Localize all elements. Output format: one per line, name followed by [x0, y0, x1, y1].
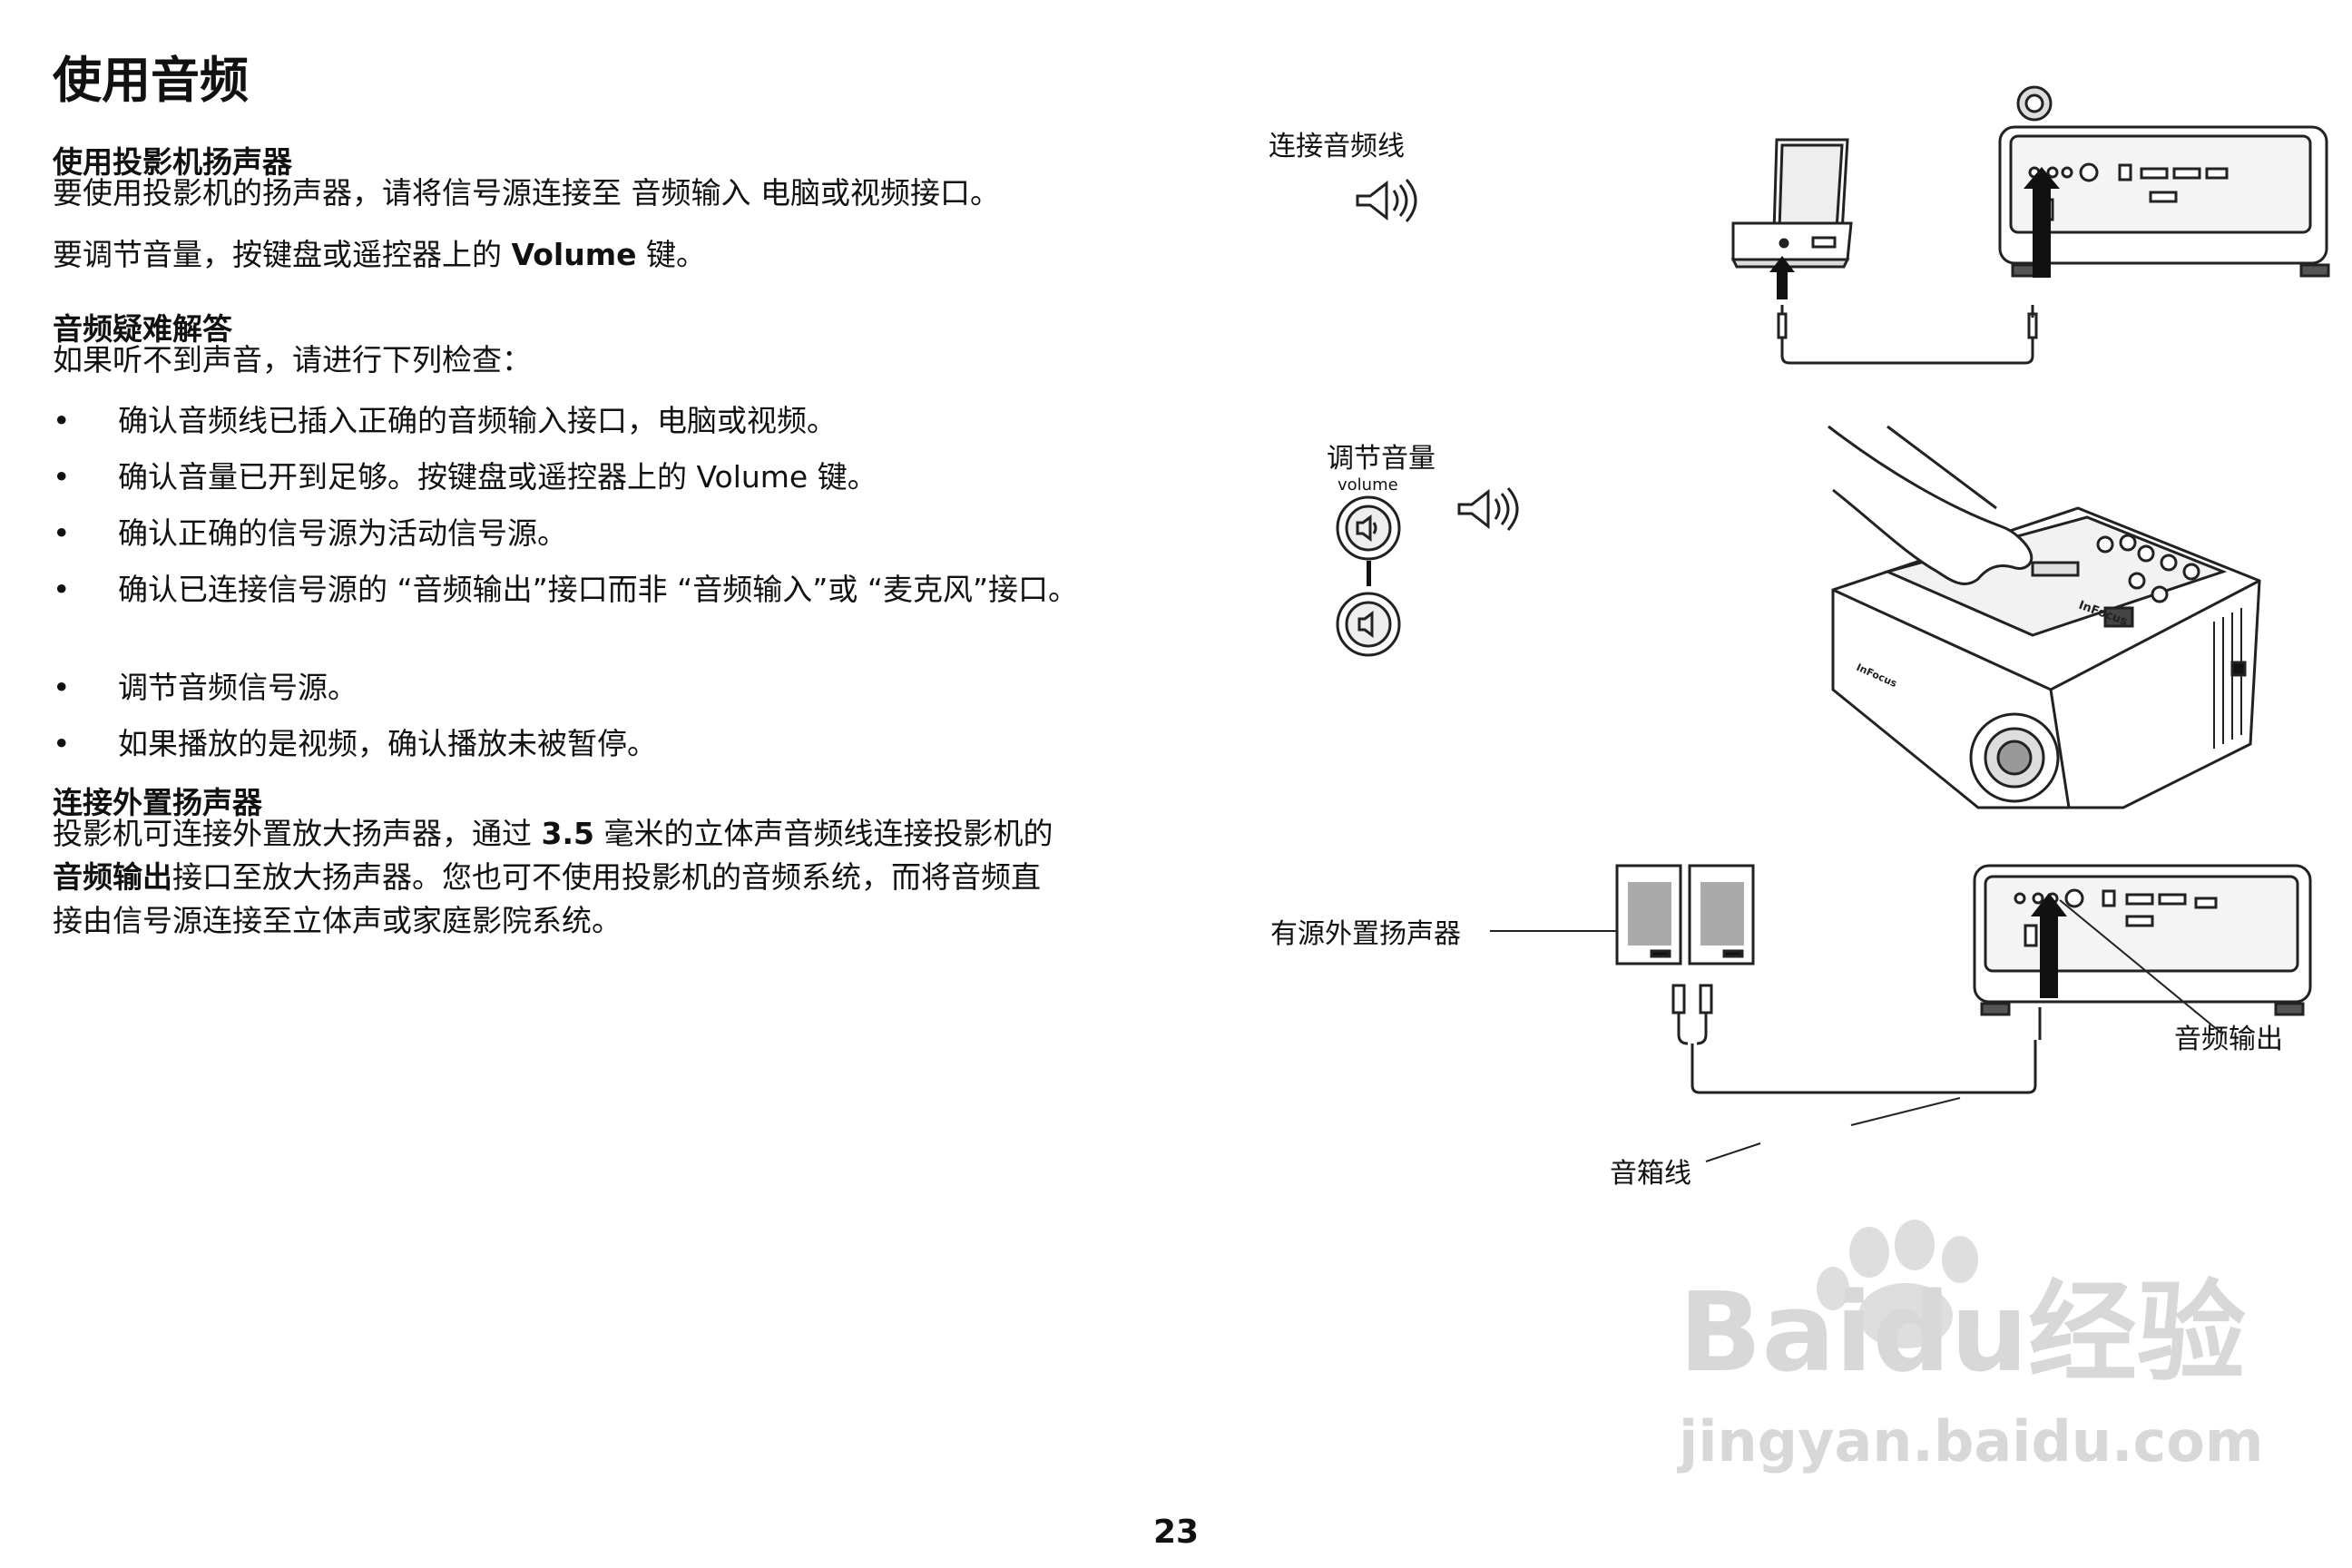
page-title: 使用音频	[53, 52, 249, 109]
watermark-logo-text: Baidu经验	[1679, 1270, 2246, 1396]
bullet-dot: •	[53, 515, 71, 551]
list-item-text: 确认音频线已插入正确的音频输入接口，电脑或视频。	[118, 403, 837, 438]
up-arrow-icon	[2031, 893, 2067, 998]
section-heading-speaker: 使用投影机扬声器	[53, 144, 292, 180]
list-item: • 确认音量已开到足够。按键盘或遥控器上的 Volume 键。	[53, 456, 1196, 499]
list-item: • 确认正确的信号源为活动信号源。	[53, 512, 1196, 555]
volume-key-divider	[1367, 561, 1371, 586]
list-item-text: 确认已连接信号源的 “音频输出”接口而非 “音频输入”或 “麦克风”接口。	[118, 572, 1079, 607]
external-line-2: 音频输出接口至放大扬声器。您也可不使用投影机的音频系统，而将音频直	[53, 859, 1041, 895]
baidu-watermark: Baidu经验 jingyan.baidu.com	[1676, 1220, 2263, 1475]
speaker-paragraph-2: 要调节音量，按键盘或遥控器上的 Volume 键。	[53, 237, 706, 272]
list-item: • 确认已连接信号源的 “音频输出”接口而非 “音频输入”或 “麦克风”接口。	[53, 568, 1196, 655]
connect-cable-label: 连接音频线	[1269, 131, 1405, 162]
adjust-volume-label: 调节音量	[1327, 443, 1436, 475]
volume-down-button	[1336, 592, 1401, 657]
up-arrow-icon	[2024, 167, 2060, 278]
external-line-1: 投影机可连接外置放大扬声器，通过 3.5 毫米的立体声音频线连接投影机的	[53, 816, 1054, 851]
bullet-dot: •	[53, 726, 71, 761]
list-item-text: 调节音频信号源。	[118, 670, 358, 705]
volume-key-label: volume	[1338, 475, 1398, 495]
troubleshoot-intro: 如果听不到声音，请进行下列检查：	[53, 342, 532, 377]
audio-out-leader	[2059, 899, 2224, 1035]
adjust-volume-diagram: InFocus InFocus	[1336, 425, 2261, 809]
cable-label-leader-2	[1705, 1142, 1761, 1162]
bullet-dot: •	[53, 670, 71, 705]
section-heading-troubleshoot: 音频疑难解答	[53, 311, 232, 347]
external-speaker-diagram	[1490, 864, 2312, 1162]
list-item-text: 如果播放的是视频，确认播放未被暂停。	[118, 726, 657, 761]
projector-top-icon	[1831, 506, 2261, 809]
bullet-dot: •	[53, 572, 71, 607]
list-item: • 确认音频线已插入正确的音频输入接口，电脑或视频。	[53, 399, 1196, 443]
list-item-text: 确认音量已开到足够。按键盘或遥控器上的 Volume 键。	[118, 459, 877, 495]
projector-rear-icon	[1998, 85, 2330, 278]
volume-up-button	[1336, 495, 1401, 561]
section-heading-external: 连接外置扬声器	[53, 785, 262, 820]
watermark-url: jingyan.baidu.com	[1676, 1408, 2263, 1475]
cable-label-leader	[1850, 1097, 1961, 1126]
speaker-icon	[1615, 864, 1755, 965]
speaker-icon	[1356, 179, 1417, 222]
external-line-3: 接由信号源连接至立体声或家庭影院系统。	[53, 903, 622, 938]
bullet-dot: •	[53, 459, 71, 495]
speaker-cable-label: 音箱线	[1610, 1158, 1691, 1190]
up-arrow-icon	[1769, 256, 1795, 299]
speaker-cable	[1690, 1040, 2037, 1094]
bullet-dot: •	[53, 403, 71, 438]
external-speaker-label: 有源外置扬声器	[1270, 918, 1461, 950]
list-item-text: 确认正确的信号源为活动信号源。	[118, 515, 567, 551]
paw-logo	[1817, 1220, 1978, 1348]
speaker-paragraph-1: 要使用投影机的扬声器，请将信号源连接至 音频输入 电脑或视频接口。	[53, 175, 1000, 211]
page-number: 23	[1152, 1514, 1200, 1551]
audio-out-label: 音频输出	[2174, 1024, 2283, 1055]
hand-icon	[1828, 425, 2034, 585]
speaker-icon	[1457, 487, 1519, 531]
rca-plug-icon	[1671, 984, 1713, 1062]
connect-cable-diagram	[1356, 85, 2330, 365]
laptop-icon	[1730, 138, 1853, 269]
list-item: • 调节音频信号源。	[53, 666, 1196, 710]
list-item: • 如果播放的是视频，确认播放未被暂停。	[53, 722, 1196, 766]
projector-rear-icon	[1973, 864, 2312, 1016]
audio-cable	[1777, 305, 2038, 365]
